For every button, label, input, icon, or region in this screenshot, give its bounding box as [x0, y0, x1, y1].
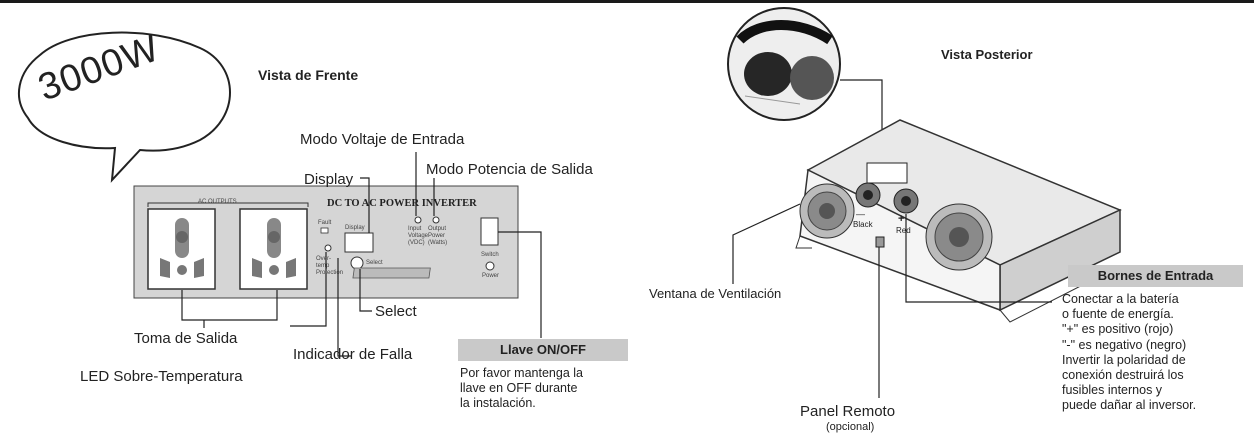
terminals-text-line: "-" es negativo (negro) [1062, 337, 1187, 352]
terminals-text-line: o fuente de energía. [1062, 307, 1174, 322]
terminal-black-label: Black [853, 220, 873, 229]
cable-inset [727, 7, 841, 121]
terminals-text-line: puede dañar al inversor. [1062, 398, 1197, 413]
switch-small-label: Switch [481, 252, 499, 258]
terminals-text-line: Conectar a la batería [1062, 292, 1179, 306]
speech-bubble [18, 31, 231, 183]
front-callouts [181, 152, 542, 357]
ac-outputs-label: AC OUTPUTS [198, 199, 237, 205]
switch-box-title: Llave ON/OFF [458, 339, 628, 361]
inverter-rear [795, 119, 1122, 323]
select-label: Select [375, 303, 417, 320]
switch-text-line: la instalación. [460, 396, 536, 410]
top-rule [0, 0, 1254, 3]
terminals-text-line: conexión destruirá los [1062, 368, 1184, 383]
front-panel [133, 185, 519, 299]
ventilation-label: Ventana de Ventilación [649, 286, 782, 301]
overtemp-small-label: Over-temp Protection [316, 256, 344, 276]
mode-small-label-2: Output Power (Watts) [428, 226, 448, 246]
switch-text-line: Por favor mantenga la [460, 366, 583, 380]
terminals-text-line: Invertir la polaridad de [1062, 352, 1186, 367]
rear-callouts [732, 203, 1052, 398]
terminal-plus-label: + [898, 213, 905, 225]
front-view-title: Vista de Frente [258, 67, 359, 83]
display-label: Display [304, 171, 354, 188]
switch-box-text: Por favor mantenga la llave en OFF duran… [460, 366, 635, 411]
fault-small-label: Fault [318, 220, 332, 226]
select-small-label: Select [366, 260, 383, 266]
outlet-1 [147, 208, 216, 290]
fault-indicator-label: Indicador de Falla [293, 346, 413, 363]
remote-optional-label: (opcional) [826, 421, 875, 433]
input-voltage-mode-label: Modo Voltaje de Entrada [300, 131, 465, 148]
terminals-text-line: "+" es positivo (rojo) [1062, 322, 1174, 337]
output-outlet-label: Toma de Salida [134, 330, 238, 347]
power-small-label: Power [482, 273, 500, 279]
outlet-2 [239, 208, 308, 290]
overtemp-led-label: LED Sobre-Temperatura [80, 368, 243, 385]
switch-text-line: llave en OFF durante [460, 381, 578, 395]
mode-small-label-1: Input Voltage (VDC) [408, 226, 429, 246]
terminals-box-title: Bornes de Entrada [1068, 265, 1243, 287]
terminals-text-line: fusibles internos y [1062, 383, 1163, 398]
terminals-box-text: Conectar a la batería o fuente de energí… [1062, 292, 1244, 414]
rear-view-title: Vista Posterior [941, 47, 1033, 62]
remote-panel-label: Panel Remoto [800, 403, 896, 420]
output-power-mode-label: Modo Potencia de Salida [426, 161, 593, 178]
display-small-label: Display [345, 225, 365, 231]
panel-title: DC TO AC POWER INVERTER [327, 198, 477, 209]
terminal-minus-label: — [856, 209, 865, 219]
terminal-red-label: Red [896, 226, 911, 235]
